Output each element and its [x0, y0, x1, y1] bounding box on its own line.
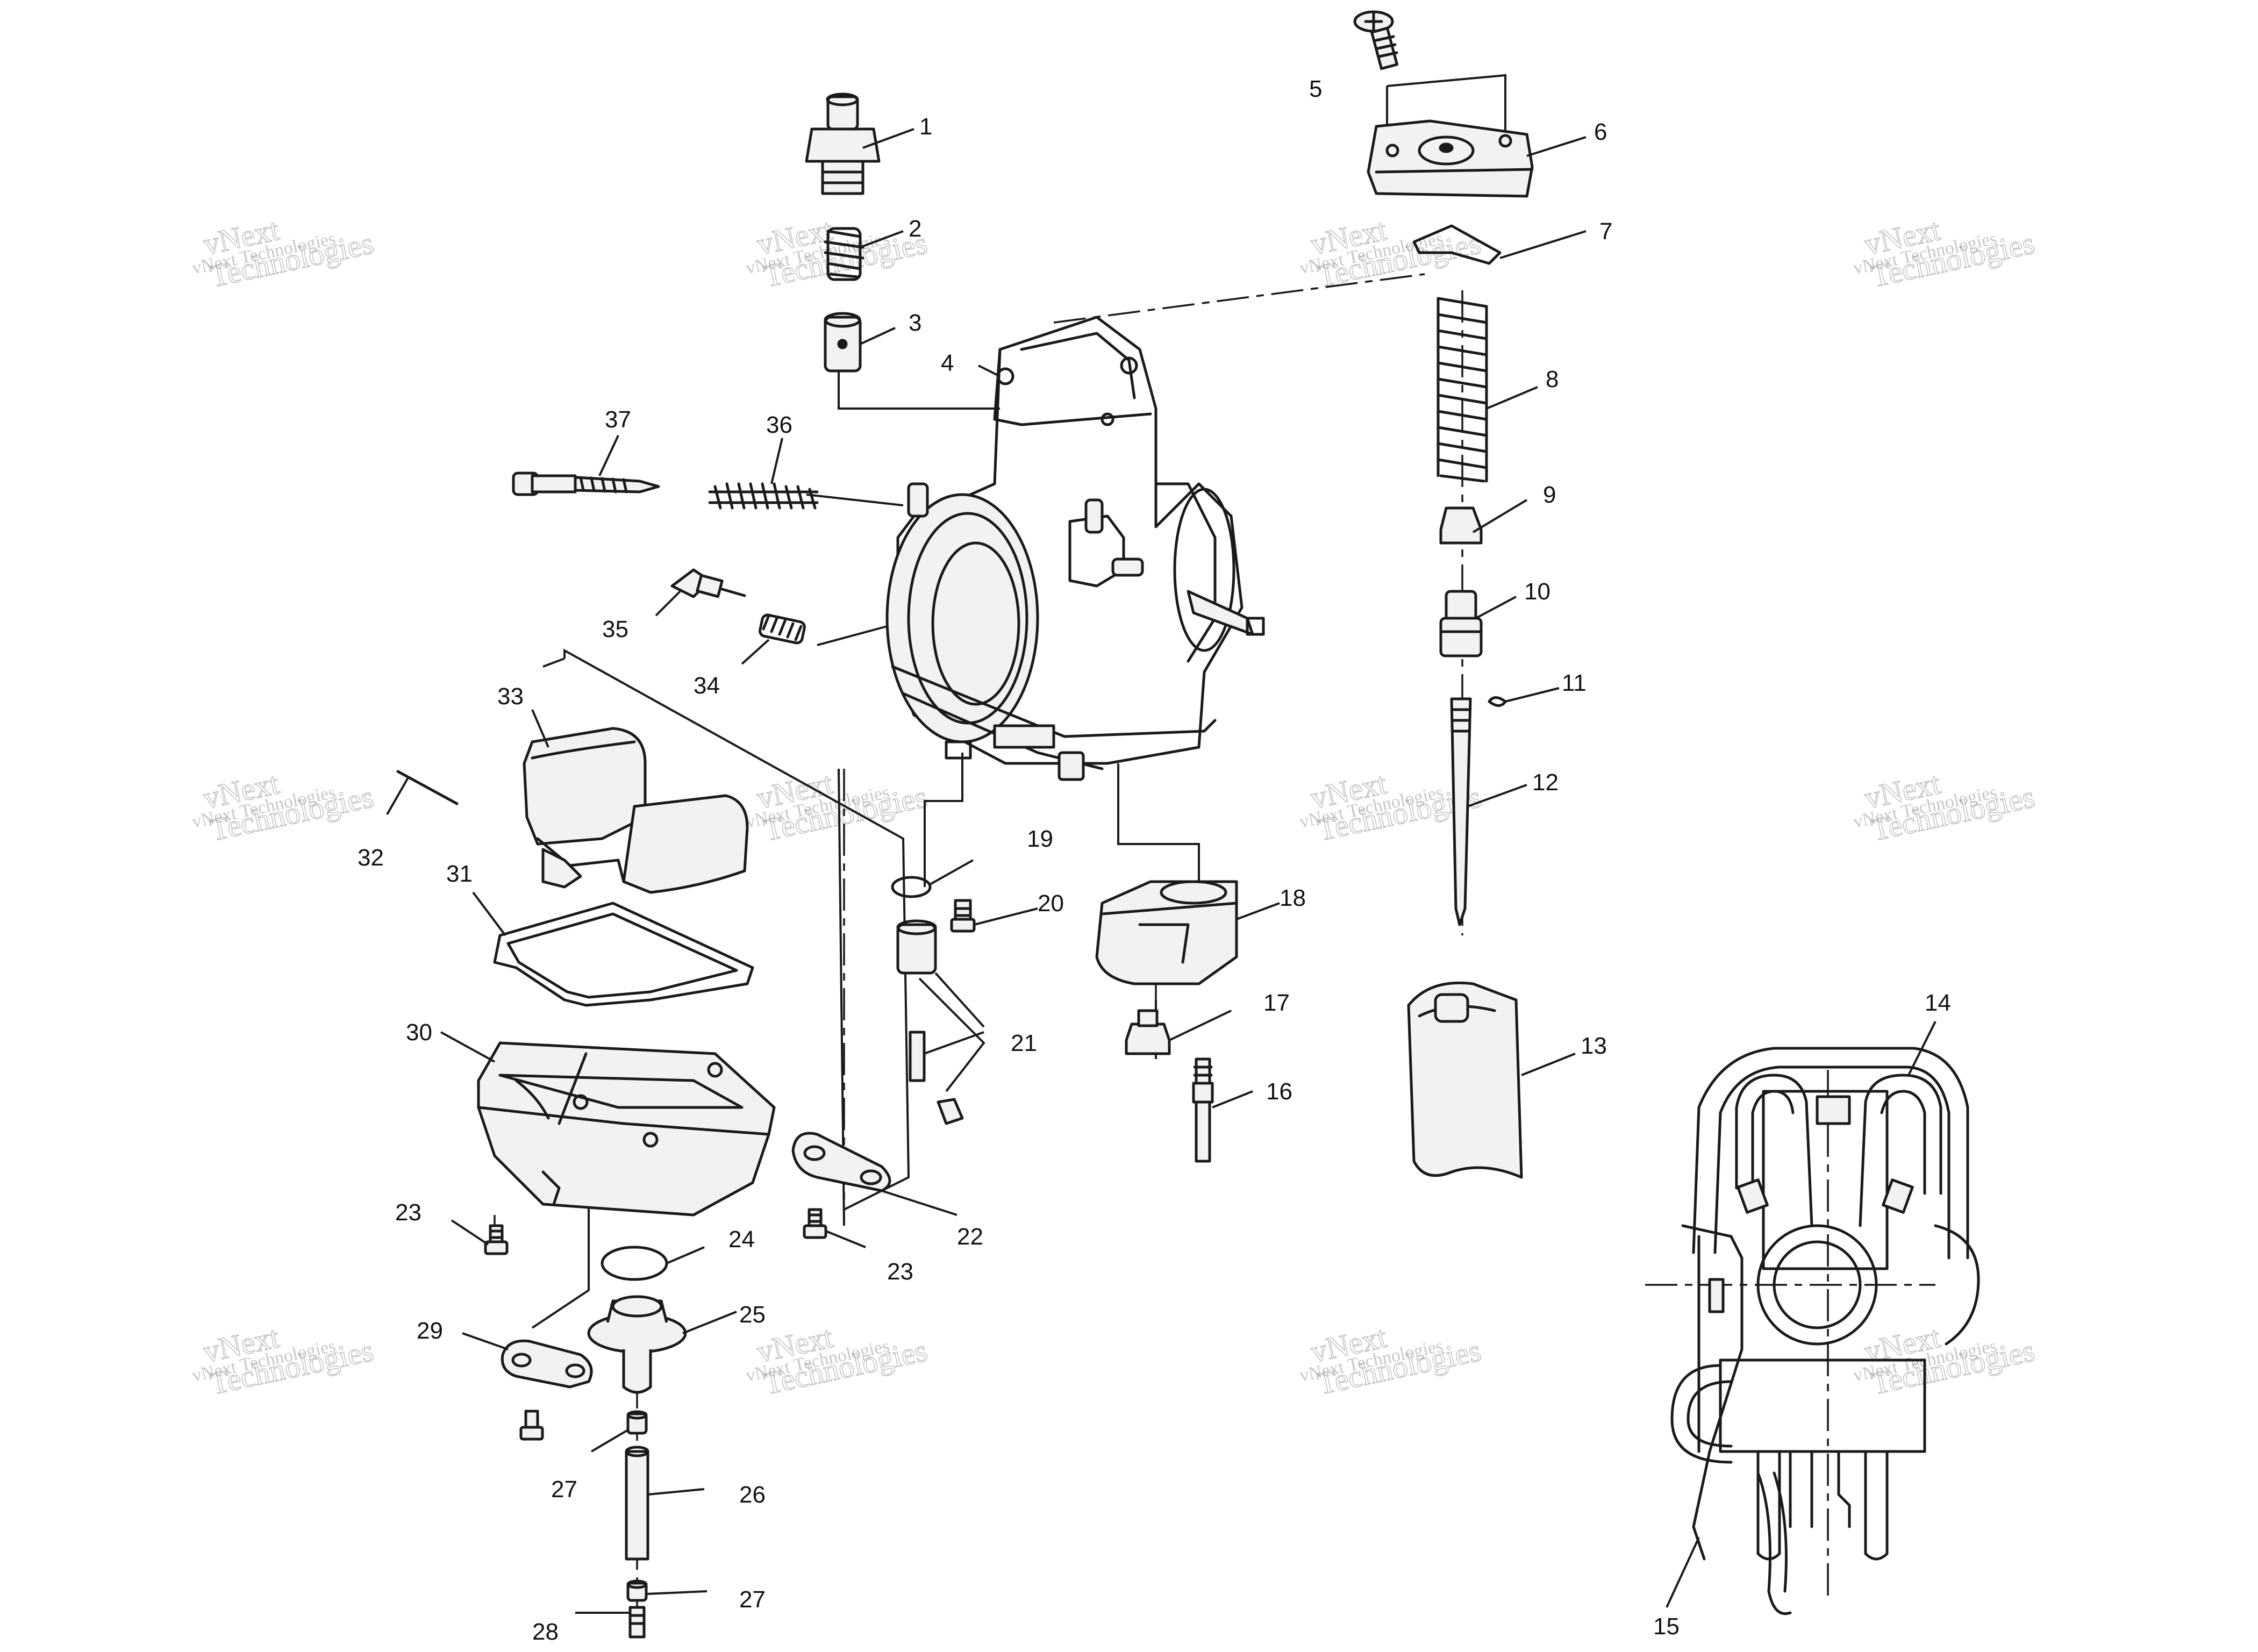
callout-16: 16	[1266, 1078, 1292, 1105]
part-6-top-cover	[1367, 119, 1534, 198]
callout-5: 5	[1309, 76, 1322, 102]
watermark: vNextTechnologies vNext Technologies	[1298, 211, 1484, 294]
callout-3: 3	[909, 310, 921, 336]
callout-6: 6	[1594, 119, 1607, 145]
watermark-layer: vNextTechnologies vNext Technologies vNe…	[190, 211, 2038, 1401]
callout-24: 24	[728, 1226, 755, 1253]
callout-25: 25	[739, 1301, 766, 1328]
callout-2: 2	[909, 216, 921, 242]
callout-30: 30	[406, 1019, 432, 1046]
part-32-float-pin	[396, 770, 459, 805]
watermark: vNextTechnologies vNext Technologies	[1852, 211, 2038, 294]
callout-28: 28	[532, 1619, 559, 1645]
callout-15: 15	[1653, 1613, 1680, 1640]
part-35-pilot-screw	[670, 568, 746, 598]
part-16-pilot-jet	[1192, 1057, 1214, 1163]
part-23-screw	[484, 1224, 509, 1255]
callout-1: 1	[919, 113, 932, 140]
callout-29: 29	[417, 1318, 443, 1344]
callout-35: 35	[602, 616, 628, 642]
part-9-spring-seat	[1439, 506, 1483, 545]
part-27-cap	[626, 1579, 648, 1602]
part-30-float-bowl	[477, 1041, 776, 1217]
part-1-top-fitting	[805, 92, 881, 195]
watermark: vNextTechnologies vNext Technologies	[190, 1319, 377, 1401]
part-20-screw	[950, 899, 976, 933]
part-3-plunger	[824, 312, 862, 373]
part-27-cap	[626, 1410, 648, 1435]
callout-23a: 23	[395, 1199, 421, 1226]
callout-34: 34	[694, 673, 720, 699]
callout-19: 19	[1027, 826, 1053, 852]
part-33-float	[523, 727, 749, 894]
part-13-throttle-slide	[1407, 981, 1523, 1179]
part-34-spring	[759, 613, 806, 645]
part-7-gasket	[1412, 224, 1502, 265]
watermark: vNextTechnologies vNext Technologies	[744, 1319, 931, 1401]
part-11-clip	[1488, 696, 1507, 707]
callout-36: 36	[766, 412, 792, 438]
part-29-bracket-plate	[501, 1339, 593, 1441]
callout-23b: 23	[887, 1258, 913, 1285]
callout-27b: 27	[739, 1586, 766, 1613]
part-10-needle-holder	[1439, 590, 1483, 657]
callout-9: 9	[1543, 482, 1556, 508]
part-25-drain-plug	[587, 1295, 687, 1394]
callout-7: 7	[1599, 218, 1612, 245]
callout-13: 13	[1581, 1033, 1607, 1059]
watermark: vNextTechnologies vNext Technologies	[1852, 1319, 2038, 1401]
part-26-tube	[625, 1446, 649, 1561]
callout-21: 21	[1011, 1030, 1037, 1056]
part-36-spring	[708, 482, 819, 510]
callout-labels: 1 2 3 4 5 6 7 8 9 10 11 12 13 14 15 16 1…	[358, 76, 1951, 1645]
callout-11: 11	[1562, 670, 1587, 696]
callout-18: 18	[1280, 885, 1306, 911]
callout-22: 22	[957, 1224, 983, 1250]
part-24-o-ring	[601, 1246, 668, 1281]
part-28-drain-screw	[628, 1606, 646, 1639]
part-17-main-jet	[1125, 1009, 1171, 1055]
callout-10: 10	[1524, 578, 1550, 605]
callout-14: 14	[1925, 990, 1951, 1016]
callout-leaders	[386, 128, 1937, 1614]
part-37-adjust-screw	[512, 471, 660, 496]
part-31-bowl-gasket	[493, 902, 754, 1007]
part-5-screw	[1353, 10, 1399, 70]
watermark: vNextTechnologies vNext Technologies	[190, 211, 377, 294]
watermark: vNextTechnologies vNext Technologies	[1852, 765, 2038, 848]
inset-assembly-view	[1645, 1047, 1980, 1615]
callout-4: 4	[941, 350, 954, 376]
watermark: vNextTechnologies vNext Technologies	[1298, 1319, 1484, 1401]
part-21-needle-jet-set	[896, 919, 964, 1125]
part-18-chamber-cap	[1095, 880, 1238, 985]
part-12-jet-needle	[1450, 697, 1472, 926]
callout-8: 8	[1546, 366, 1559, 392]
callout-32: 32	[358, 845, 384, 871]
callout-17: 17	[1263, 990, 1290, 1016]
callout-27a: 27	[551, 1476, 577, 1503]
callout-20: 20	[1038, 890, 1064, 917]
callout-33: 33	[497, 683, 524, 710]
callout-31: 31	[446, 861, 473, 887]
watermark: vNextTechnologies vNext Technologies	[190, 765, 377, 848]
callout-26: 26	[739, 1482, 766, 1508]
part-2-spring	[824, 227, 864, 281]
part-8-throttle-spring	[1437, 297, 1488, 483]
part-4-carburetor-body	[885, 316, 1265, 781]
watermark: vNextTechnologies vNext Technologies	[744, 211, 931, 294]
callout-12: 12	[1532, 769, 1559, 796]
part-22-bracket-plate	[791, 1132, 891, 1192]
callout-37: 37	[605, 406, 631, 433]
part-23-screw	[803, 1208, 827, 1239]
part-19-ring	[891, 876, 932, 898]
